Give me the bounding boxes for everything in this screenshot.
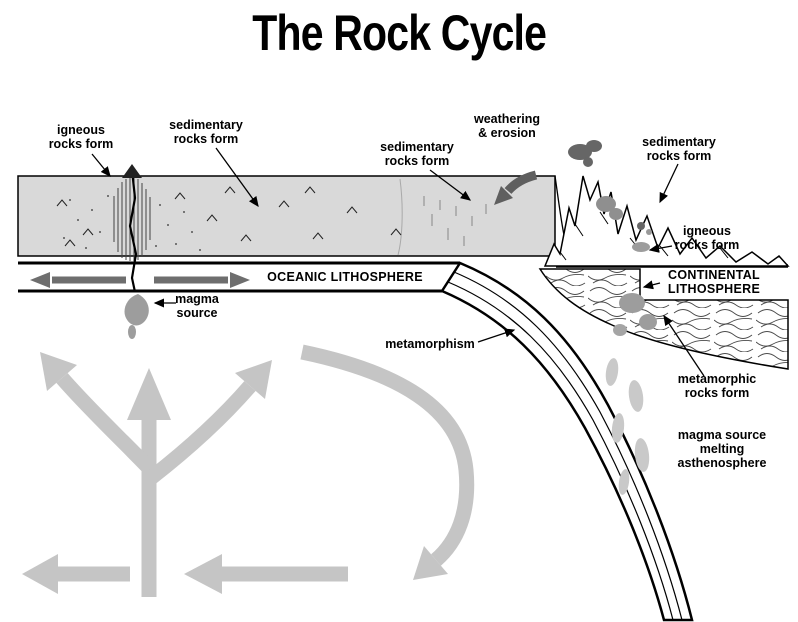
- oceanic-plate: [17, 175, 573, 267]
- label-sedimentary-rocks-form-mid: sedimentary rocks form: [380, 140, 454, 168]
- label-magma-source-right: magma source melting asthenosphere: [677, 428, 767, 470]
- subducting-slab: [440, 261, 694, 622]
- leader-lines: [91, 147, 705, 377]
- weathering-arrow: [494, 170, 538, 205]
- page-title: The Rock Cycle: [252, 5, 547, 61]
- ridge-flank-speckles: [63, 195, 201, 251]
- label-metamorphic-rocks-form: metamorphic rocks form: [677, 372, 757, 400]
- mountain-shading: [559, 211, 729, 261]
- melting-asthenosphere-drips: [605, 358, 650, 495]
- magma-intrusions: [613, 242, 657, 336]
- volcano-smoke: [568, 140, 652, 235]
- label-magma-source-left: magma source: [175, 292, 219, 320]
- seafloor-texture: [56, 186, 402, 247]
- label-oceanic-lithosphere: OCEANIC LITHOSPHERE: [267, 270, 423, 284]
- label-sedimentary-rocks-form-left: sedimentary rocks form: [169, 118, 243, 146]
- seafloor-spreading-arrows: [30, 272, 250, 288]
- oceanic-lithosphere-band: [18, 261, 460, 293]
- label-sedimentary-rocks-form-right: sedimentary rocks form: [642, 135, 716, 163]
- label-weathering-erosion: weathering & erosion: [474, 112, 540, 140]
- mantle-convection-arrows: [22, 344, 475, 597]
- label-metamorphism: metamorphism: [385, 337, 475, 351]
- magma-chamber: [124, 294, 149, 326]
- sediment-dashes: [423, 196, 487, 246]
- label-continental-lithosphere: CONTINENTAL LITHOSPHERE: [667, 268, 761, 296]
- label-igneous-rocks-form-right: igneous rocks form: [674, 224, 740, 252]
- label-igneous-rocks-form-left: igneous rocks form: [48, 123, 114, 151]
- mid-ocean-ridge: [113, 164, 151, 339]
